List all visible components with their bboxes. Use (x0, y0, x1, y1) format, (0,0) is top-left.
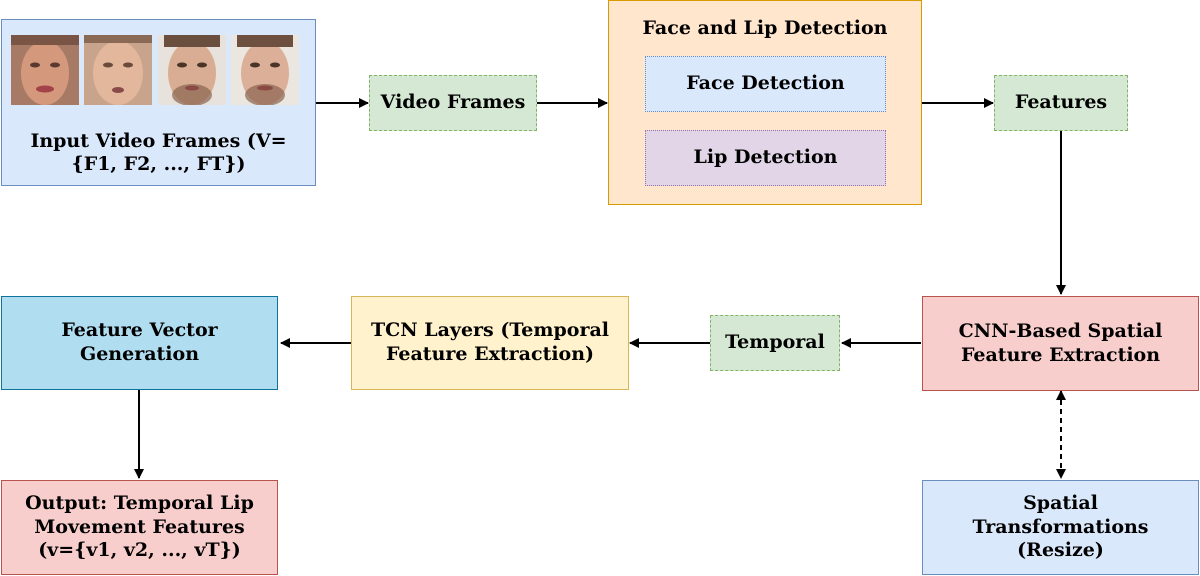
lip-detection-node: Lip Detection (645, 130, 886, 186)
feature-vector-generation-label: Feature Vector Generation (61, 319, 218, 365)
lip-detection-label: Lip Detection (693, 146, 838, 169)
face-frame-image-1 (11, 35, 79, 105)
face-frame-image-2 (84, 35, 152, 105)
cnn-spatial-feature-node: CNN-Based Spatial Feature Extraction (922, 296, 1199, 391)
cnn-spatial-feature-label: CNN-Based Spatial Feature Extraction (958, 319, 1163, 366)
features-node: Features (994, 75, 1128, 131)
video-frames-node: Video Frames (369, 75, 537, 131)
face-frame-image-3 (158, 35, 226, 105)
face-frame-image-4 (231, 35, 299, 105)
video-frames-label: Video Frames (380, 91, 526, 114)
face-lip-detection-title: Face and Lip Detection (642, 17, 888, 39)
face-detection-label: Face Detection (686, 72, 845, 95)
tcn-layers-node: TCN Layers (Temporal Feature Extraction) (351, 296, 629, 390)
features-label: Features (1014, 91, 1108, 114)
temporal-label: Temporal (725, 331, 825, 354)
output-features-node: Output: Temporal Lip Movement Features (… (1, 480, 278, 575)
face-detection-node: Face Detection (645, 56, 886, 112)
spatial-transformations-label: Spatial Transformations (Resize) (972, 491, 1149, 562)
spatial-transformations-node: Spatial Transformations (Resize) (922, 480, 1199, 575)
tcn-layers-label: TCN Layers (Temporal Feature Extraction) (370, 319, 609, 365)
temporal-node: Temporal (710, 315, 840, 371)
input-video-frames-label: Input Video Frames (V={F1, F2, ..., FT}) (30, 129, 287, 176)
feature-vector-generation-node: Feature Vector Generation (1, 296, 278, 390)
output-features-label: Output: Temporal Lip Movement Features (… (25, 491, 254, 562)
